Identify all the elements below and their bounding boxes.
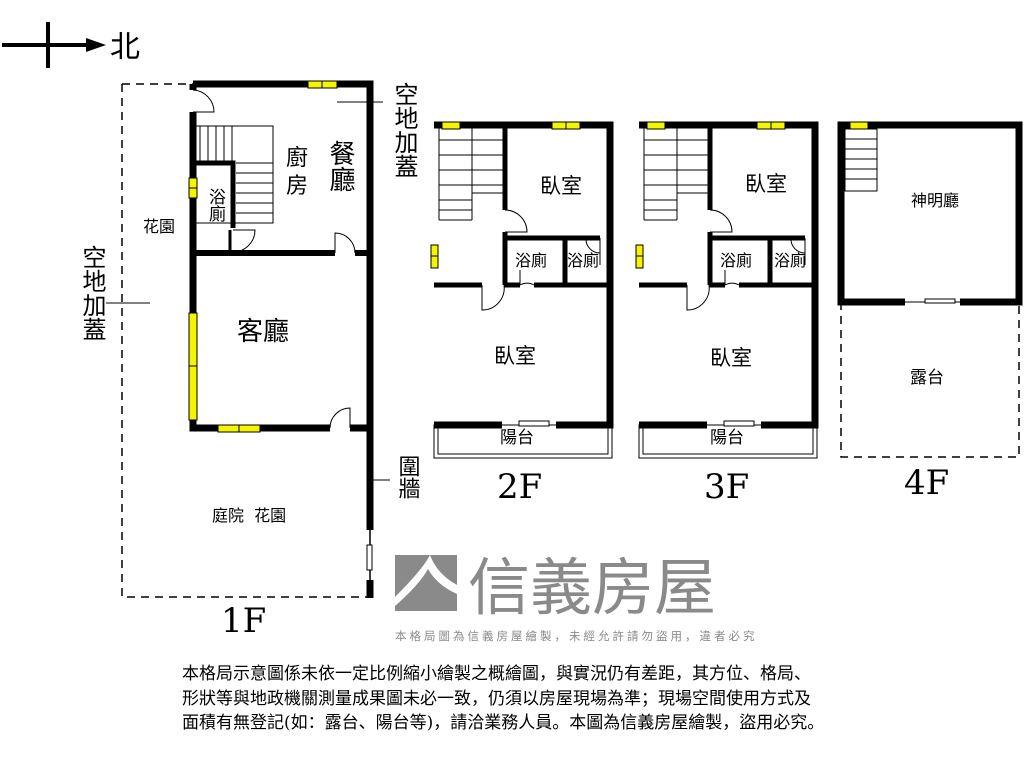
- room-garden: 花園: [143, 217, 175, 236]
- room-balcony-2f: 陽台: [500, 428, 534, 448]
- room-bedroom-top-3f: 臥室: [745, 172, 787, 196]
- floor-4f: [837, 121, 1023, 458]
- annotation-fence: 圍牆: [395, 455, 421, 499]
- compass-label: 北: [110, 30, 140, 65]
- disclaimer-line: 形狀等與地政機關測量成果圖未必一致，仍須以房屋現場為準；現場空間使用方式及: [182, 688, 811, 709]
- room-bath2-3f: 浴廁: [774, 251, 806, 270]
- room-living: 客廳: [237, 317, 289, 347]
- windows-1f: [188, 80, 338, 433]
- room-shrine: 神明廳: [911, 191, 959, 210]
- annotation-extension-right: 空地加蓋: [390, 82, 418, 178]
- room-yard: 庭院 花園: [212, 506, 286, 525]
- room-bath2-2f: 浴廁: [567, 251, 599, 270]
- north-arrow-icon: [2, 22, 106, 68]
- room-balcony-3f: 陽台: [710, 428, 744, 448]
- watermark-brand: 信義房屋: [468, 551, 716, 624]
- room-bath1-3f: 浴廁: [720, 251, 752, 270]
- floor-title-1f: 1F: [221, 601, 266, 641]
- disclaimer-line: 面積有無登記(如：露台、陽台等)，請洽業務人員。本圖為信義房屋繪製，盜用必究。: [182, 713, 825, 733]
- floor-3f: [636, 122, 817, 458]
- room-bath1-2f: 浴廁: [515, 251, 547, 270]
- disclaimer-line: 本格局示意圖係未依一定比例縮小繪製之概繪圖，與實況仍有差距，其方位、格局、: [182, 664, 811, 684]
- floor-title-3f: 3F: [704, 467, 749, 507]
- room-bedroom-top-2f: 臥室: [540, 174, 582, 198]
- floor-2f: [431, 122, 612, 458]
- room-bedroom-main-3f: 臥室: [710, 346, 752, 370]
- disclaimer: 本格局示意圖係未依一定比例縮小繪製之概繪圖，與實況仍有差距，其方位、格局、 形狀…: [182, 662, 982, 736]
- watermark-notice: 本格局圖為信義房屋繪製，未經允許請勿盜用，違者必究: [395, 629, 758, 643]
- annotation-extension-left: 空地加蓋: [78, 245, 106, 341]
- room-bedroom-main-2f: 臥室: [494, 344, 536, 368]
- floor-title-4f: 4F: [904, 463, 949, 503]
- room-kitchen: 廚房: [286, 146, 308, 199]
- watermark: 信義房屋 本格局圖為信義房屋繪製，未經允許請勿盜用，違者必究: [395, 551, 758, 643]
- room-dining: 餐廳: [325, 140, 355, 192]
- room-bath-1f: 浴廁: [205, 188, 226, 223]
- floor-1f: [106, 80, 390, 598]
- room-terrace: 露台: [910, 368, 944, 388]
- floor-title-2f: 2F: [497, 467, 542, 507]
